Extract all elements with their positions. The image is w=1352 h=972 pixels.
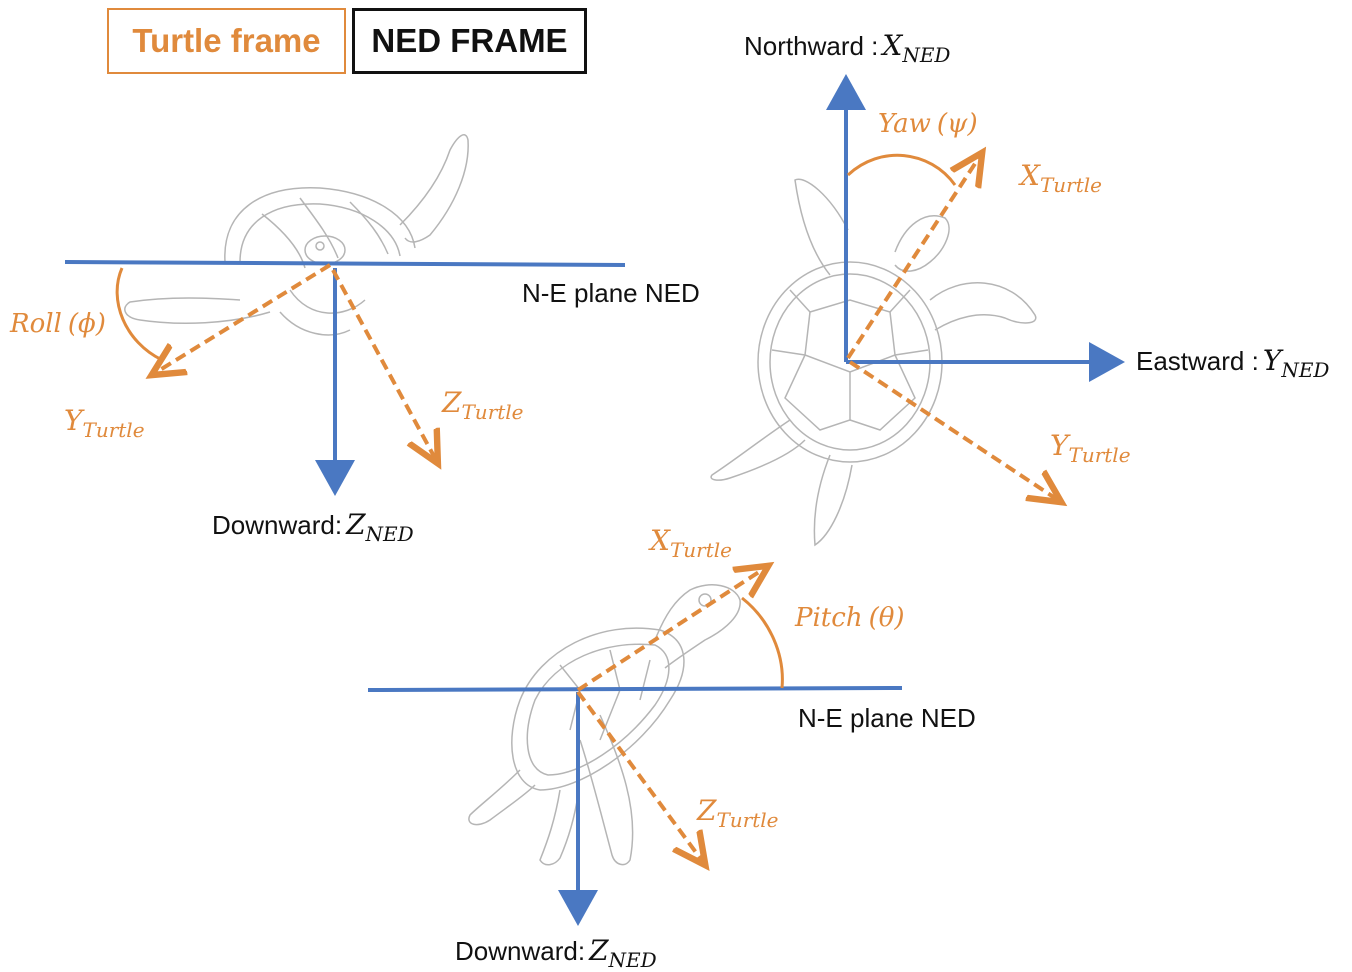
yaw-north-label: Northward :XNED bbox=[744, 29, 950, 67]
roll-z-turtle-label: ZTurtle bbox=[441, 386, 524, 424]
pitch-plane-label: N-E plane NED bbox=[798, 703, 976, 733]
pitch-down-label: Downward:ZNED bbox=[455, 934, 657, 972]
yaw-angle-arc bbox=[846, 153, 957, 186]
pitch-angle-label: Pitch(θ) bbox=[794, 603, 905, 633]
pitch-x-turtle-label: XTurtle bbox=[648, 524, 732, 562]
yaw-east-label: Eastward :YNED bbox=[1136, 344, 1329, 382]
roll-down-label: Downward:ZNED bbox=[212, 508, 414, 546]
legend-turtle-frame: Turtle frame bbox=[107, 8, 346, 74]
roll-angle-arc bbox=[115, 267, 163, 362]
pitch-z-turtle-label: ZTurtle bbox=[696, 794, 779, 832]
legend-ned-frame-label: NED FRAME bbox=[371, 22, 568, 59]
yaw-x-turtle-arrow bbox=[846, 156, 980, 360]
yaw-x-turtle-label: XTurtle bbox=[1018, 159, 1102, 197]
yaw-y-turtle-arrow bbox=[848, 360, 1058, 500]
roll-plane-label: N-E plane NED bbox=[522, 278, 700, 308]
roll-y-turtle-label: YTurtle bbox=[64, 404, 145, 442]
roll-ne-plane-line bbox=[64, 260, 626, 267]
legend-ned-frame: NED FRAME bbox=[352, 8, 587, 74]
yaw-angle-label: Yaw(ψ) bbox=[878, 109, 978, 139]
roll-z-turtle-arrow bbox=[331, 269, 436, 460]
pitch-x-turtle-arrow bbox=[576, 568, 765, 692]
pitch-z-turtle-arrow bbox=[576, 690, 703, 862]
roll-turtle-sketch bbox=[124, 134, 469, 336]
pitch-turtle-sketch bbox=[468, 584, 741, 866]
pitch-ne-plane-line bbox=[367, 686, 903, 692]
pitch-angle-arc bbox=[741, 596, 784, 689]
legend-turtle-frame-label: Turtle frame bbox=[132, 22, 321, 59]
roll-y-turtle-arrow bbox=[155, 263, 332, 373]
roll-angle-label: Roll(ϕ) bbox=[9, 309, 106, 339]
yaw-y-turtle-label: YTurtle bbox=[1050, 429, 1131, 467]
